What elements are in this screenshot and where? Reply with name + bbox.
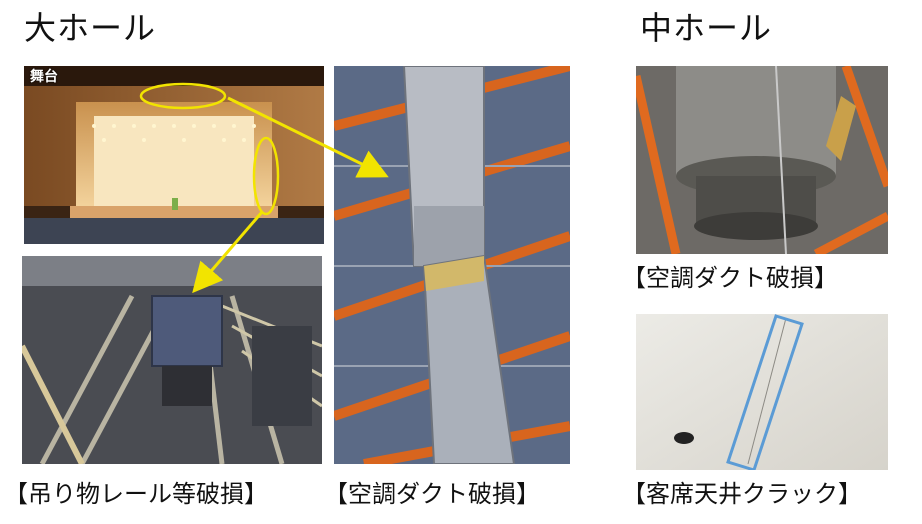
- large-hall-heading: 大ホール: [24, 9, 157, 47]
- large-hall-duct-photo: [334, 66, 570, 464]
- rail-damage-caption: 【吊り物レール等破損】: [4, 480, 268, 508]
- duct-damage-middle-caption: 【空調ダクト破損】: [622, 264, 838, 292]
- fly-rail-photo: [22, 256, 322, 464]
- stage-photo-label: 舞台: [30, 69, 58, 85]
- ceiling-crack-caption: 【客席天井クラック】: [622, 480, 862, 508]
- duct-damage-large-caption: 【空調ダクト破損】: [324, 480, 540, 508]
- ceiling-crack-photo: [636, 314, 888, 470]
- stage-photo: 舞台: [24, 66, 324, 244]
- middle-hall-duct-photo: [636, 66, 888, 254]
- middle-hall-heading: 中ホール: [640, 9, 773, 47]
